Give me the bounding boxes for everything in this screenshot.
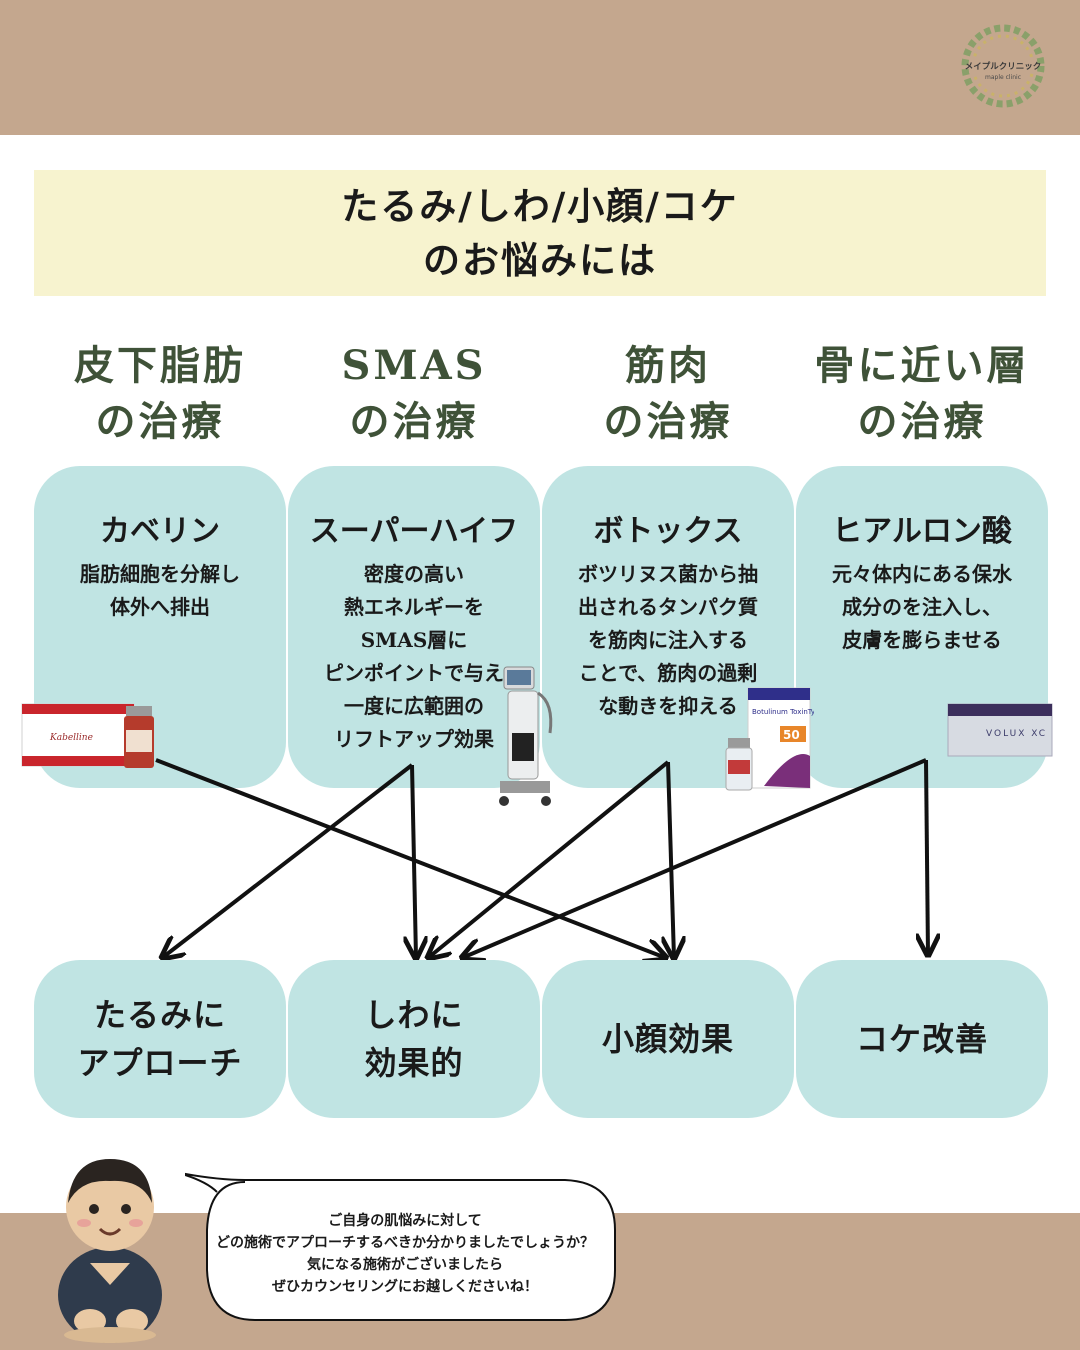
svg-text:メイプルクリニック: メイプルクリニック (965, 61, 1042, 72)
svg-text:VOLUX XC: VOLUX XC (986, 729, 1047, 739)
svg-text:Kabelline: Kabelline (49, 733, 93, 743)
doctor-mascot (50, 1145, 170, 1345)
arrow-hifu-to-sagging (162, 763, 414, 958)
treatment-card-hyaluronic-acid: ヒアルロン酸 元々体内にある保水成分のを注入し、 皮膚を膨らませる (796, 466, 1048, 788)
svg-text:Botulinum ToxinType A: Botulinum ToxinType A (752, 708, 814, 716)
result-wrinkles: しわに効果的 (288, 960, 540, 1118)
treatment-description: 密度の高い熱エネルギーを SMAS層にピンポイントで与え 一度に広範囲のリフトア… (324, 562, 504, 751)
svg-text:maple clinic: maple clinic (985, 74, 1021, 81)
category-subcutaneous-fat: 皮下脂肪の治療 (74, 342, 246, 445)
header-band (0, 0, 1080, 135)
kabelline-product-image: Kabelline (20, 698, 160, 773)
speech-text: ご自身の肌悩みに対して どの施術でアプローチするべきか分かりましたでしょうか？ … (216, 1213, 594, 1295)
treatment-name: スーパーハイフ (309, 514, 519, 549)
hifu-device-image (494, 663, 560, 809)
title-line-2: のお悩みには (423, 238, 657, 282)
treatment-description: 脂肪細胞を分解し体外へ排出 (80, 562, 240, 619)
title-line-1: たるみ/しわ/小顔/コケ (341, 184, 739, 228)
speech-bubble: ご自身の肌悩みに対して どの施術でアプローチするべきか分かりましたでしょうか？ … (185, 1170, 625, 1330)
treatment-name: ヒアルロン酸 (832, 514, 1012, 549)
treatment-card-super-hifu: スーパーハイフ 密度の高い熱エネルギーを SMAS層にピンポイントで与え 一度に… (288, 466, 540, 788)
category-muscle: 筋肉の治療 (603, 342, 733, 445)
clinic-logo: メイプルクリニック maple clinic (955, 18, 1051, 114)
treatment-name: ボトックス (593, 514, 743, 549)
treatment-description: ボツリヌス菌から抽出されるタンパク質 を筋肉に注入することで、筋肉の過剰 な動き… (578, 562, 758, 718)
treatment-description: 元々体内にある保水成分のを注入し、 皮膚を膨らませる (832, 562, 1012, 652)
result-small-face: 小顔効果 (542, 960, 794, 1118)
arrow-botox-to-small-face (668, 761, 674, 958)
svg-text:50: 50 (783, 728, 800, 742)
result-sagging: たるみにアプローチ (34, 960, 286, 1118)
arrow-hyaluronic-to-hollows (926, 759, 928, 955)
result-hollows: コケ改善 (796, 960, 1048, 1118)
treatment-name: カベリン (100, 514, 220, 549)
category-bone-layer: 骨に近い層の治療 (814, 342, 1030, 445)
botox-product-image: Botulinum ToxinType A 50 (724, 686, 831, 794)
arrow-kabelline-to-small-face (155, 758, 666, 958)
wreath-logo-icon: メイプルクリニック maple clinic (961, 24, 1045, 108)
volux-product-image: VOLUX XC (946, 702, 1056, 758)
title-banner: たるみ/しわ/小顔/コケ のお悩みには (34, 170, 1046, 296)
arrow-hifu-to-wrinkles (412, 764, 416, 958)
